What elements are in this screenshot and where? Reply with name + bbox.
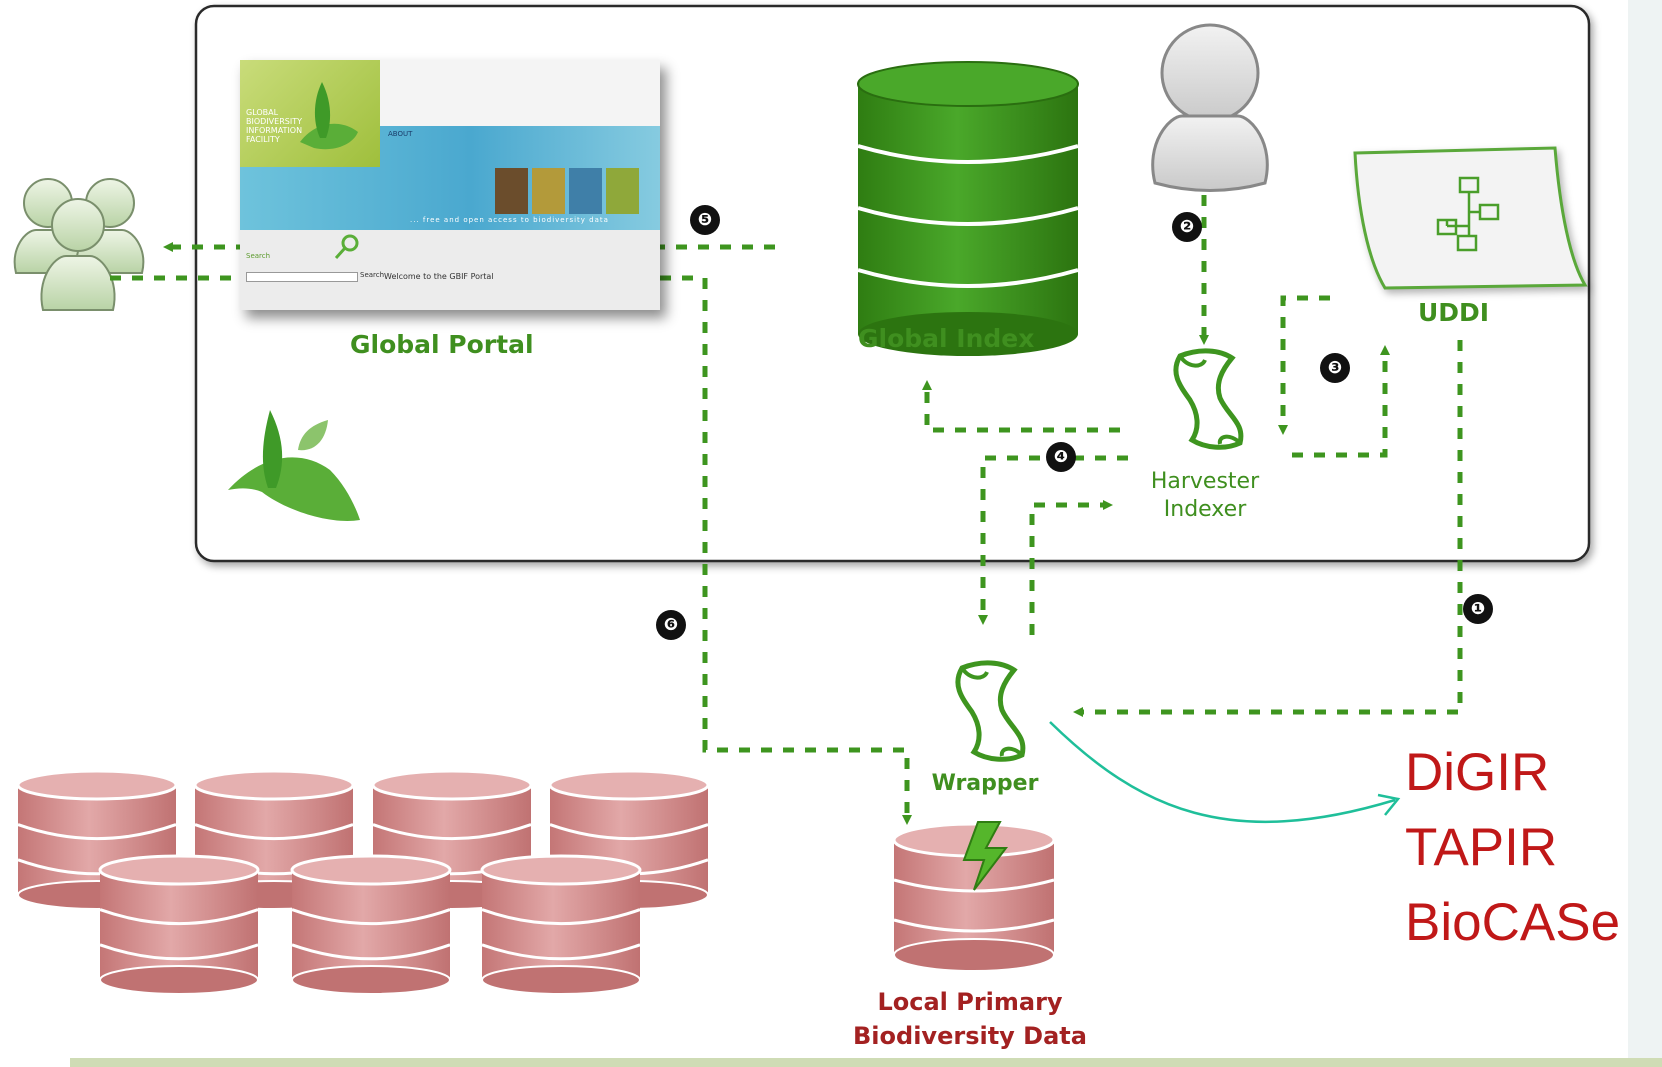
label-harvester: Harvester bbox=[1150, 469, 1260, 494]
label-harvester-indexer: Harvester Indexer bbox=[1125, 468, 1285, 524]
arrow-wrapper-to-harvester bbox=[1029, 500, 1113, 635]
portal-logo-text: GLOBAL BIODIVERSITY INFORMATION FACILITY bbox=[246, 108, 326, 144]
portal-thumb-image bbox=[606, 168, 639, 214]
arrow-step6-to-local-data bbox=[702, 278, 912, 825]
lightning-icon bbox=[962, 821, 1009, 891]
label-wrapper: Wrapper bbox=[931, 771, 1039, 796]
protocol-biocase: BioCASe bbox=[1405, 893, 1621, 952]
portal-logo-line: BIODIVERSITY bbox=[246, 117, 302, 126]
database-icon bbox=[480, 854, 642, 995]
step-marker-5: ❺ bbox=[690, 205, 720, 235]
global-index-database-icon bbox=[857, 61, 1079, 356]
portal-search-input[interactable] bbox=[246, 272, 358, 282]
database-icon bbox=[290, 854, 452, 995]
portal-thumb-image bbox=[495, 168, 528, 214]
portal-thumb-image bbox=[569, 168, 602, 214]
harvester-scroll-icon bbox=[1173, 348, 1244, 450]
arrow-uddi-to-wrapper bbox=[1073, 340, 1463, 717]
label-local-primary: Local Primary bbox=[877, 988, 1063, 1016]
label-uddi: UDDI bbox=[1418, 298, 1490, 327]
gbif-leaf-logo bbox=[228, 410, 360, 521]
portal-tagline: ... free and open access to biodiversity… bbox=[410, 216, 609, 224]
database-cluster bbox=[16, 769, 710, 995]
portal-logo-line: FACILITY bbox=[246, 135, 280, 144]
right-edge-strip bbox=[1628, 0, 1662, 1067]
arrow-head-protocols bbox=[1377, 793, 1401, 816]
portal-search-button[interactable]: Search bbox=[360, 271, 385, 279]
label-biodiversity-data: Biodiversity Data bbox=[853, 1022, 1087, 1050]
database-icon bbox=[98, 854, 260, 995]
portal-thumb-image bbox=[532, 168, 565, 214]
protocol-list: DiGIR TAPIR BioCASe bbox=[1405, 735, 1620, 960]
arrow-harvester-to-uddi bbox=[1292, 345, 1390, 458]
portal-logo-line: GLOBAL bbox=[246, 108, 279, 117]
step-marker-3: ❸ bbox=[1320, 353, 1350, 383]
label-indexer: Indexer bbox=[1163, 497, 1247, 522]
magnifier-icon bbox=[334, 234, 359, 260]
wrapper-scroll-icon bbox=[955, 660, 1026, 762]
portal-logo-line: INFORMATION bbox=[246, 126, 303, 135]
arrow-harvester-to-wrapper bbox=[978, 455, 1128, 625]
portal-welcome-text: Welcome to the GBIF Portal bbox=[384, 272, 494, 281]
label-global-index: Global Index bbox=[858, 324, 1035, 353]
portal-logo-box: GLOBAL BIODIVERSITY INFORMATION FACILITY bbox=[240, 60, 380, 167]
portal-nav-about[interactable]: ABOUT bbox=[388, 130, 413, 138]
step-marker-4: ❹ bbox=[1046, 442, 1076, 472]
users-group-icon bbox=[13, 178, 145, 311]
uddi-document-icon bbox=[1353, 146, 1588, 290]
arrow-uddi-to-harvester bbox=[1278, 295, 1330, 435]
protocol-tapir: TAPIR bbox=[1405, 818, 1558, 877]
step-marker-1: ❶ bbox=[1463, 594, 1493, 624]
bottom-edge-bar bbox=[70, 1058, 1662, 1067]
portal-footer bbox=[240, 230, 660, 310]
label-global-portal: Global Portal bbox=[350, 330, 534, 359]
portal-leaf-icon bbox=[300, 82, 358, 150]
label-local-primary-data: Local Primary Biodiversity Data bbox=[840, 985, 1100, 1053]
step-marker-2: ❷ bbox=[1172, 212, 1202, 242]
global-portal-screenshot: GLOBAL BIODIVERSITY INFORMATION FACILITY… bbox=[240, 60, 660, 310]
arrow-wrapper-to-protocols bbox=[1049, 721, 1396, 824]
protocol-digir: DiGIR bbox=[1405, 743, 1550, 802]
user-icon bbox=[1151, 23, 1269, 192]
step-marker-6: ❻ bbox=[656, 610, 686, 640]
portal-search-label: Search bbox=[246, 252, 271, 260]
arrow-harvester-to-index bbox=[922, 380, 1120, 433]
